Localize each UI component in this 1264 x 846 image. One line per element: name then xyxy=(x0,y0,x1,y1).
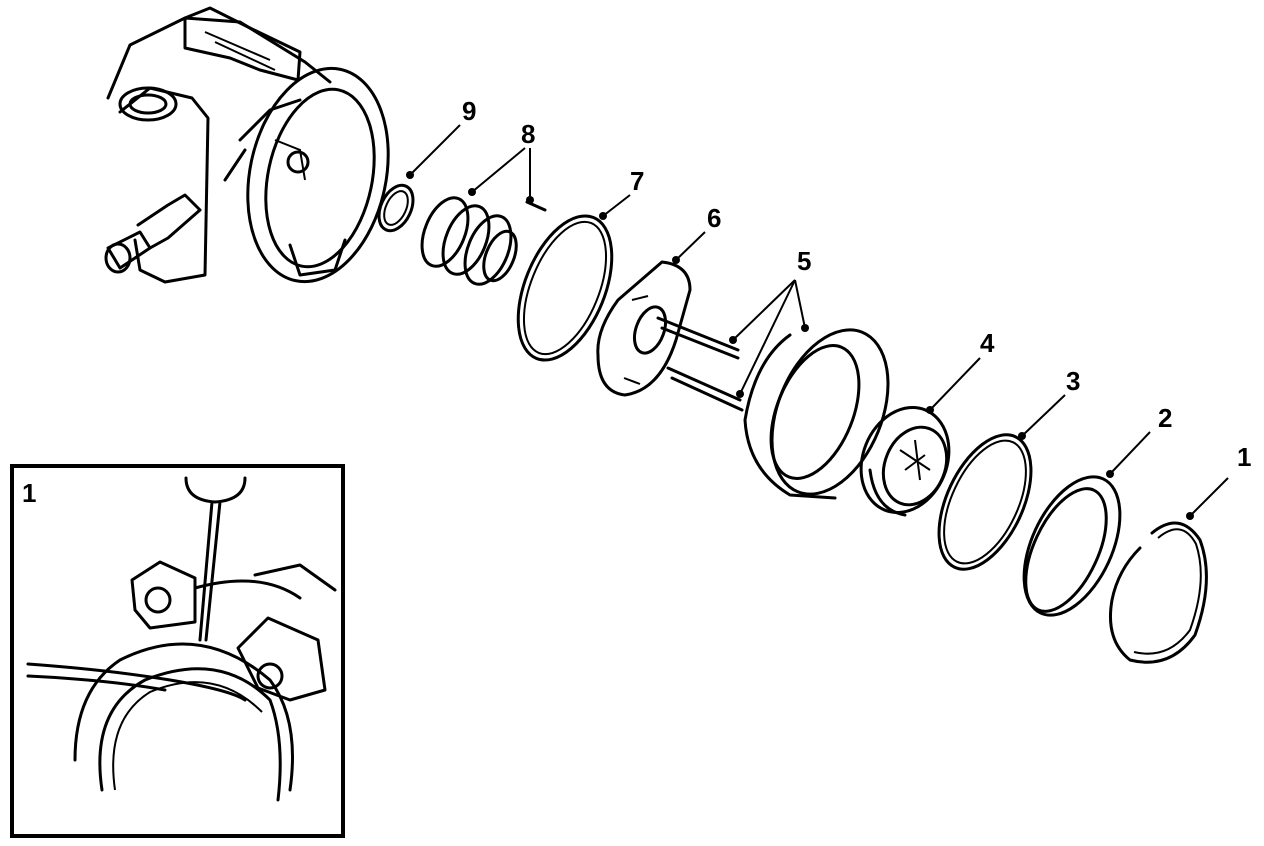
part-2-end-plate xyxy=(1022,475,1122,617)
leader-lines xyxy=(406,124,1229,520)
callout-7: 7 xyxy=(630,166,644,196)
callout-8: 8 xyxy=(521,119,535,149)
part-1-retaining-ring xyxy=(1108,521,1208,664)
inset-label: 1 xyxy=(22,478,36,508)
part-7-large-o-ring xyxy=(516,214,614,362)
part-3-o-ring xyxy=(937,433,1033,571)
callout-labels: 1 2 3 4 5 6 7 8 9 xyxy=(462,96,1251,472)
part-8-spring-and-pin xyxy=(420,196,547,286)
callout-5: 5 xyxy=(797,246,811,276)
part-4-rotor xyxy=(859,406,951,517)
callout-4: 4 xyxy=(980,328,995,358)
part-9-o-ring xyxy=(377,183,415,233)
callout-9: 9 xyxy=(462,96,476,126)
part-5-cam-ring-and-pins xyxy=(656,316,890,500)
callout-2: 2 xyxy=(1158,403,1172,433)
callout-3: 3 xyxy=(1066,366,1080,396)
inset-detail: 1 xyxy=(10,464,345,838)
part-6-pressure-plate xyxy=(596,260,692,397)
callout-6: 6 xyxy=(707,203,721,233)
pump-housing xyxy=(104,6,390,284)
callout-1: 1 xyxy=(1237,442,1251,472)
